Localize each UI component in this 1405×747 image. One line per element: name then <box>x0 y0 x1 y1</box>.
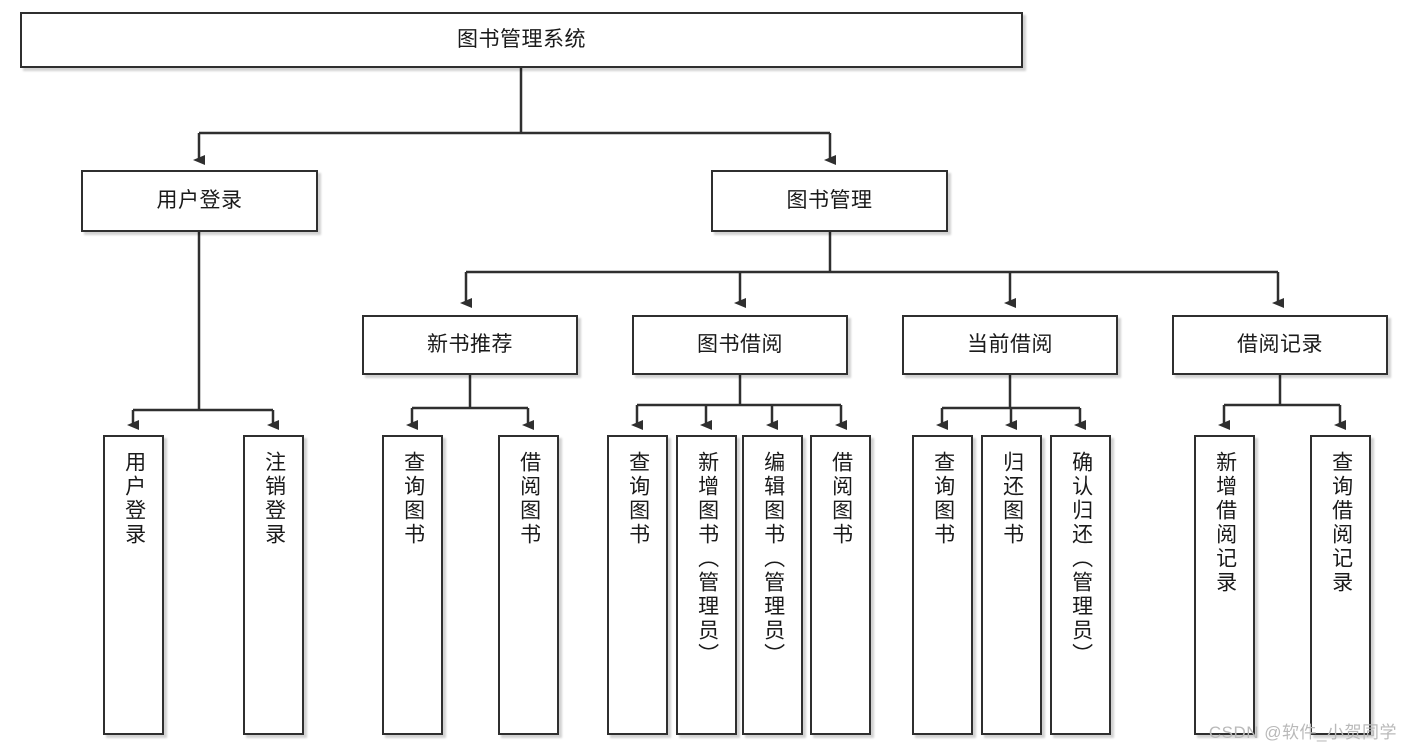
node-label: 编辑图书（管理员） <box>761 451 785 667</box>
node-label: 新增图书（管理员） <box>695 451 719 667</box>
node-label: 图书借阅 <box>697 332 783 356</box>
node-leaf-query-book-recommend[interactable]: 查询图书 <box>382 435 443 735</box>
node-label: 借阅图书 <box>829 451 853 547</box>
node-leaf-confirm-return-admin[interactable]: 确认归还（管理员） <box>1050 435 1111 735</box>
node-book-borrow[interactable]: 图书借阅 <box>632 315 848 375</box>
node-leaf-user-login[interactable]: 用户登录 <box>103 435 164 735</box>
node-leaf-edit-book-admin[interactable]: 编辑图书（管理员） <box>742 435 803 735</box>
node-leaf-query-book-borrow[interactable]: 查询图书 <box>607 435 668 735</box>
node-borrow-record[interactable]: 借阅记录 <box>1172 315 1388 375</box>
node-leaf-return-book[interactable]: 归还图书 <box>981 435 1042 735</box>
node-current-borrow[interactable]: 当前借阅 <box>902 315 1118 375</box>
node-label: 新增借阅记录 <box>1213 451 1237 595</box>
node-label: 当前借阅 <box>967 332 1053 356</box>
node-leaf-borrow-book-recommend[interactable]: 借阅图书 <box>498 435 559 735</box>
node-user-login[interactable]: 用户登录 <box>81 170 318 232</box>
node-label: 用户登录 <box>122 451 146 547</box>
node-book-management[interactable]: 图书管理 <box>711 170 948 232</box>
node-new-book-recommend[interactable]: 新书推荐 <box>362 315 578 375</box>
node-label: 查询图书 <box>401 451 425 547</box>
node-leaf-borrow-book[interactable]: 借阅图书 <box>810 435 871 735</box>
node-root-system[interactable]: 图书管理系统 <box>20 12 1023 68</box>
node-leaf-query-borrow-record[interactable]: 查询借阅记录 <box>1310 435 1371 735</box>
node-label: 查询图书 <box>626 451 650 547</box>
node-label: 借阅图书 <box>517 451 541 547</box>
node-label: 新书推荐 <box>427 332 513 356</box>
node-label: 图书管理 <box>786 188 873 212</box>
node-leaf-add-borrow-record[interactable]: 新增借阅记录 <box>1194 435 1255 735</box>
node-label: 确认归还（管理员） <box>1069 451 1093 667</box>
node-label: 查询借阅记录 <box>1329 451 1353 595</box>
node-label: 借阅记录 <box>1237 332 1323 356</box>
watermark-text: CSDN @软件_小贺同学 <box>1208 723 1397 742</box>
node-label: 图书管理系统 <box>457 27 586 51</box>
node-leaf-query-book-current[interactable]: 查询图书 <box>912 435 973 735</box>
node-leaf-logout[interactable]: 注销登录 <box>243 435 304 735</box>
node-label: 归还图书 <box>1000 451 1024 547</box>
node-label: 查询图书 <box>931 451 955 547</box>
node-label: 注销登录 <box>262 451 286 547</box>
node-label: 用户登录 <box>156 188 243 212</box>
node-leaf-add-book-admin[interactable]: 新增图书（管理员） <box>676 435 737 735</box>
